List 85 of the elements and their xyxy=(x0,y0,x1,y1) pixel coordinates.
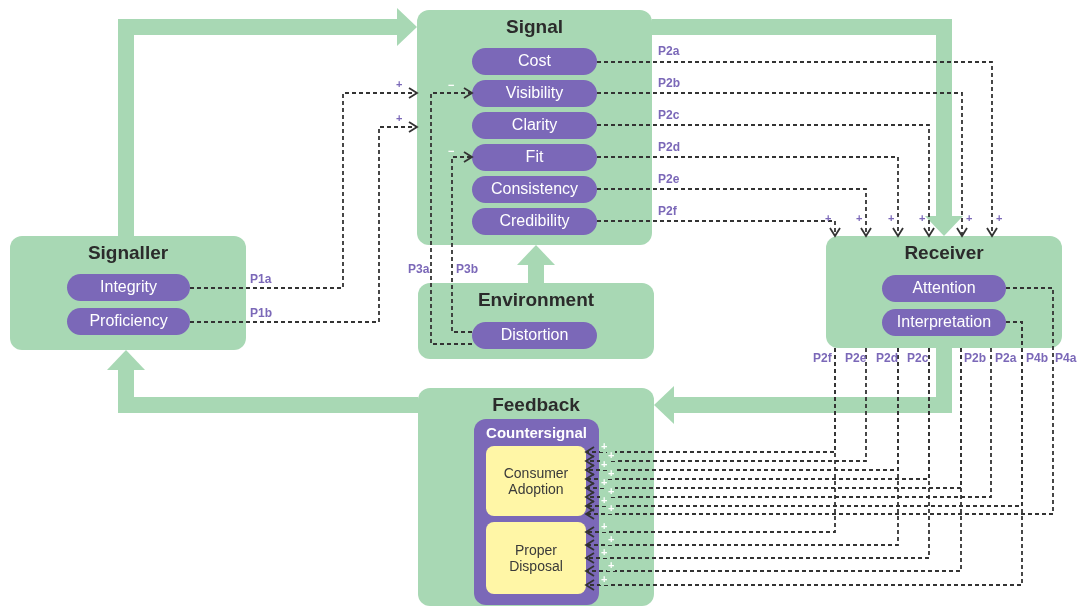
flow-arrow xyxy=(654,348,952,424)
group-panel xyxy=(418,283,654,359)
panel-title: Receiver xyxy=(903,242,985,264)
dashed-arrow xyxy=(596,220,841,237)
polarity-sign: + xyxy=(600,574,609,585)
edge-label: P4b xyxy=(1026,351,1048,365)
panel-title: Environment xyxy=(476,289,596,311)
attribute-tag: Cost xyxy=(472,48,597,75)
dashed-arrow xyxy=(451,151,473,333)
dashed-arrow xyxy=(596,92,968,237)
edge-label: P2e xyxy=(658,172,680,186)
group-panel xyxy=(418,388,654,606)
polarity-sign: + xyxy=(825,213,832,224)
polarity-sign: + xyxy=(607,450,616,461)
edge-label: P2a xyxy=(658,44,680,58)
attribute-tag: Clarity xyxy=(472,112,597,139)
edge-label: P2f xyxy=(813,351,832,365)
edge-label: P2b xyxy=(658,76,680,90)
panel-title: Signaller xyxy=(86,242,170,264)
edge-label: P1a xyxy=(250,272,272,286)
attribute-tag: Visibility xyxy=(472,80,597,107)
polarity-sign: + xyxy=(396,113,403,124)
dashed-arrow xyxy=(596,124,935,237)
flow-arrow xyxy=(107,350,418,413)
edge-label: P2d xyxy=(876,351,898,365)
edge-label: P2c xyxy=(907,351,929,365)
attribute-tag: Proficiency xyxy=(67,308,190,335)
polarity-sign: + xyxy=(856,213,863,224)
edge-label: P2e xyxy=(845,351,867,365)
dashed-arrow xyxy=(585,347,836,538)
attribute-tag: Credibility xyxy=(472,208,597,235)
edge-label: P2d xyxy=(658,140,680,154)
dashed-arrow xyxy=(585,287,1054,520)
polarity-sign: + xyxy=(607,486,616,497)
polarity-sign: + xyxy=(919,213,926,224)
polarity-sign: + xyxy=(600,547,609,558)
inner-panel xyxy=(474,419,599,605)
edge-label: P2b xyxy=(964,351,986,365)
dashed-arrow xyxy=(585,347,867,467)
outcome-card: Consumer Adoption xyxy=(486,446,586,516)
polarity-sign: + xyxy=(600,495,609,506)
group-panel xyxy=(10,236,246,350)
polarity-sign: + xyxy=(600,459,609,470)
polarity-sign: + xyxy=(600,477,609,488)
dashed-arrow xyxy=(430,87,473,345)
edge-label: P2c xyxy=(658,108,680,122)
polarity-sign: + xyxy=(600,441,609,452)
dashed-arrow xyxy=(596,61,998,237)
edge-label: P2f xyxy=(658,204,677,218)
polarity-sign: − xyxy=(448,80,455,91)
panel-title: Countersignal xyxy=(485,424,588,441)
polarity-sign: − xyxy=(448,146,455,157)
group-panel xyxy=(826,236,1062,348)
dashed-arrow xyxy=(585,321,1023,591)
flow-arrow xyxy=(517,245,555,283)
polarity-sign: + xyxy=(607,534,616,545)
dashed-arrow xyxy=(189,121,418,323)
group-panel xyxy=(417,10,652,245)
polarity-sign: + xyxy=(607,503,616,514)
polarity-sign: + xyxy=(966,213,973,224)
outcome-card: Proper Disposal xyxy=(486,522,586,594)
panel-title: Feedback xyxy=(491,394,581,416)
attribute-tag: Fit xyxy=(472,144,597,171)
polarity-sign: + xyxy=(607,560,616,571)
polarity-sign: + xyxy=(600,521,609,532)
attribute-tag: Consistency xyxy=(472,176,597,203)
attribute-tag: Attention xyxy=(882,275,1006,302)
edge-label: P1b xyxy=(250,306,272,320)
edge-label: P3a xyxy=(408,262,430,276)
panel-title: Signal xyxy=(505,16,564,38)
dashed-arrow xyxy=(189,87,418,289)
dashed-arrow xyxy=(596,188,872,237)
edge-label: P4a xyxy=(1055,351,1077,365)
flow-arrow xyxy=(118,8,417,236)
polarity-sign: + xyxy=(996,213,1003,224)
edge-label: P3b xyxy=(456,262,478,276)
dashed-arrow xyxy=(596,156,904,237)
attribute-tag: Interpretation xyxy=(882,309,1006,336)
flow-arrow xyxy=(652,19,963,236)
polarity-sign: + xyxy=(888,213,895,224)
edge-label: P2a xyxy=(995,351,1017,365)
attribute-tag: Integrity xyxy=(67,274,190,301)
polarity-sign: + xyxy=(396,79,403,90)
polarity-sign: + xyxy=(607,468,616,479)
attribute-tag: Distortion xyxy=(472,322,597,349)
